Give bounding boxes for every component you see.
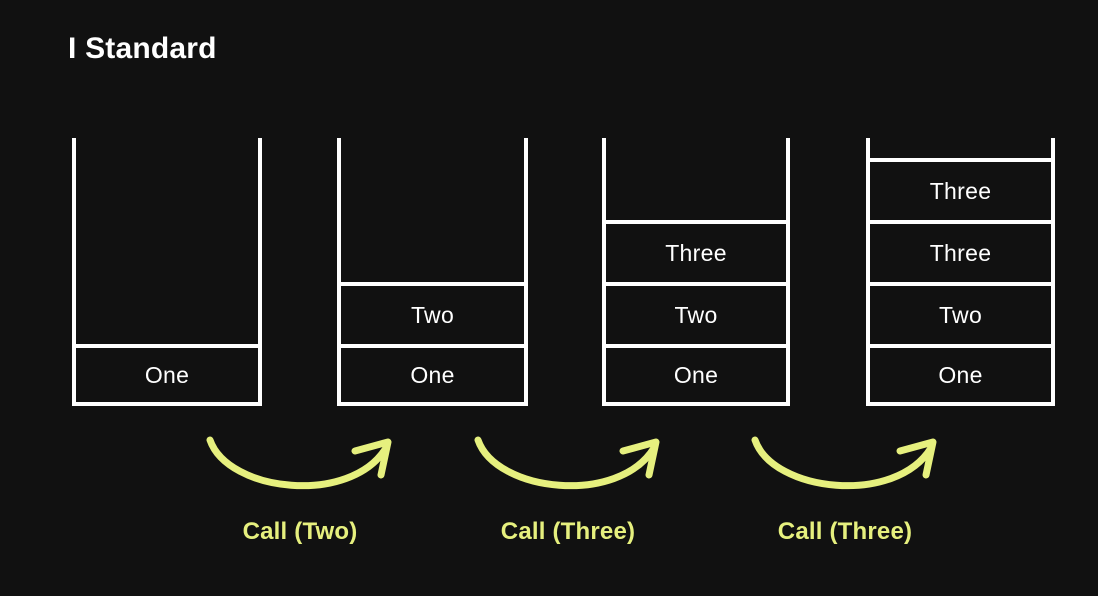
stack-1-right-rail — [258, 138, 262, 406]
stack-frame: Two — [602, 282, 790, 344]
stack-frame: Two — [337, 282, 528, 344]
stack-3-right-rail — [786, 138, 790, 406]
stack-3-frames: Three Two One — [602, 220, 790, 406]
stack-2-right-rail — [524, 138, 528, 406]
stack-2: Two One — [337, 138, 528, 406]
call-arrow-icon — [751, 436, 937, 490]
stack-frame: One — [72, 344, 262, 406]
stack-frame: Three — [866, 220, 1055, 282]
transition-2: Call (Three) — [468, 430, 668, 555]
transition-3: Call (Three) — [745, 430, 945, 555]
stack-3: Three Two One — [602, 138, 790, 406]
stack-4-left-rail — [866, 138, 870, 406]
transition-3-label: Call (Three) — [777, 518, 913, 545]
stack-2-frames: Two One — [337, 282, 528, 406]
stack-4-right-rail — [1051, 138, 1055, 406]
page-title: I Standard — [68, 32, 217, 65]
stack-1-frames: One — [72, 344, 262, 406]
stack-frame: Two — [866, 282, 1055, 344]
transition-1: Call (Two) — [200, 430, 400, 555]
stack-frame: Three — [866, 158, 1055, 220]
stack-frame: One — [866, 344, 1055, 406]
call-arrow-icon — [474, 436, 660, 490]
stack-3-left-rail — [602, 138, 606, 406]
stack-1-left-rail — [72, 138, 76, 406]
stack-1: One — [72, 138, 262, 406]
transition-2-label: Call (Three) — [500, 518, 636, 545]
stack-frame: One — [337, 344, 528, 406]
stack-frame: One — [602, 344, 790, 406]
transition-1-label: Call (Two) — [242, 518, 358, 545]
stack-4-frames: Three Three Two One — [866, 158, 1055, 406]
stack-4: Three Three Two One — [866, 138, 1055, 406]
stack-frame: Three — [602, 220, 790, 282]
call-arrow-icon — [206, 436, 392, 490]
stack-2-left-rail — [337, 138, 341, 406]
